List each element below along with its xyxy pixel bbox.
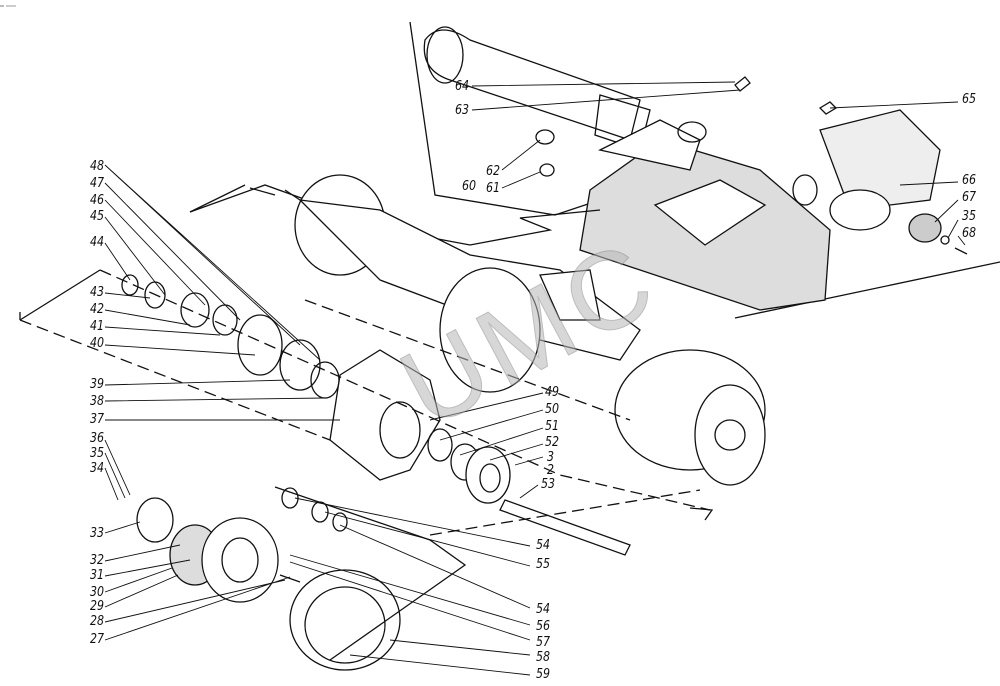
- part-label: 52: [545, 435, 560, 450]
- part-label: 40: [90, 336, 105, 351]
- part-label: 43: [90, 285, 105, 300]
- part-label: 28: [90, 614, 105, 629]
- part-label: 54: [536, 602, 551, 617]
- part-label: 27: [90, 632, 105, 647]
- part-label: 57: [536, 635, 551, 650]
- part-label: 44: [90, 235, 105, 250]
- part-label: 58: [536, 650, 551, 665]
- part-label: 29: [90, 599, 105, 614]
- part-label: 63: [455, 103, 470, 118]
- part-label: 62: [486, 164, 501, 179]
- part-label: 39: [90, 377, 105, 392]
- part-label: 33: [90, 526, 105, 541]
- part-label: 37: [90, 412, 105, 427]
- part-label: 53: [541, 477, 556, 492]
- part-label: 31: [90, 568, 105, 583]
- part-label: 46: [90, 193, 105, 208]
- part-label: 65: [962, 92, 977, 107]
- differential-parts: [121, 274, 631, 556]
- part-label: 56: [536, 619, 551, 634]
- part-label: 68: [962, 226, 977, 241]
- part-label: 50: [545, 402, 560, 417]
- part-label: 60: [462, 179, 477, 194]
- part-label: 34: [90, 461, 105, 476]
- axle-housing: [189, 174, 766, 486]
- part-label: 35: [962, 209, 977, 224]
- small-parts-top: [535, 76, 968, 255]
- part-label: 36: [90, 431, 105, 446]
- arrows: [19, 184, 714, 661]
- part-label: 55: [536, 557, 551, 572]
- part-label: 66: [962, 173, 977, 188]
- part-label: 54: [536, 538, 551, 553]
- part-label: 51: [545, 419, 560, 434]
- part-label: 48: [90, 159, 105, 174]
- part-label: 30: [90, 585, 105, 600]
- brake-parts: [136, 487, 401, 671]
- part-label: 45: [90, 209, 105, 224]
- part-label: 2: [547, 463, 555, 478]
- leader-lines: [104, 81, 966, 676]
- part-label: 35: [90, 446, 105, 461]
- part-label: 67: [962, 190, 977, 205]
- part-label: 32: [90, 553, 105, 568]
- transmission-housing: [579, 109, 941, 311]
- part-label: 41: [90, 319, 105, 334]
- part-label: 64: [455, 79, 470, 94]
- part-label: 49: [545, 385, 560, 400]
- part-label: 61: [486, 181, 501, 196]
- part-label: 38: [90, 394, 105, 409]
- corner-mark: [0, 5, 16, 7]
- part-label: 47: [90, 176, 105, 191]
- part-label: 59: [536, 667, 551, 682]
- part-label: 42: [90, 302, 105, 317]
- part-label: 3: [547, 450, 555, 465]
